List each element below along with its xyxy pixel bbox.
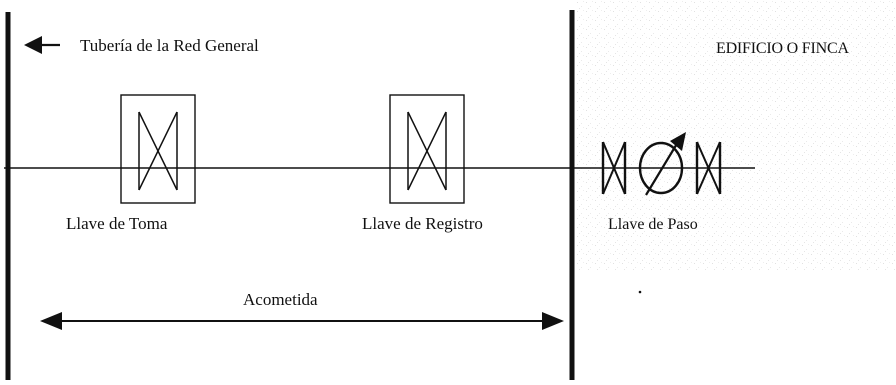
main-pipe-label: Tubería de la Red General bbox=[80, 36, 259, 55]
gate-valve-icon bbox=[407, 111, 447, 191]
double-arrow-icon bbox=[40, 312, 564, 330]
stray-dot bbox=[638, 290, 642, 294]
building-area-texture bbox=[575, 0, 896, 270]
intake-valve-label: Llave de Toma bbox=[66, 214, 168, 233]
stop-valve-label: Llave de Paso bbox=[608, 216, 698, 233]
water-meter-icon bbox=[638, 132, 686, 196]
service-connection-label: Acometida bbox=[243, 290, 318, 309]
intake-valve bbox=[120, 94, 196, 204]
arrow-left-icon bbox=[24, 36, 60, 54]
gate-valve-icon bbox=[695, 141, 722, 195]
building-label: EDIFICIO O FINCA bbox=[716, 40, 849, 57]
register-valve-label: Llave de Registro bbox=[362, 214, 483, 233]
gate-valve-icon bbox=[601, 141, 627, 195]
register-valve bbox=[389, 94, 465, 204]
gate-valve-icon bbox=[138, 111, 178, 191]
stop-valve-assembly bbox=[601, 132, 722, 196]
